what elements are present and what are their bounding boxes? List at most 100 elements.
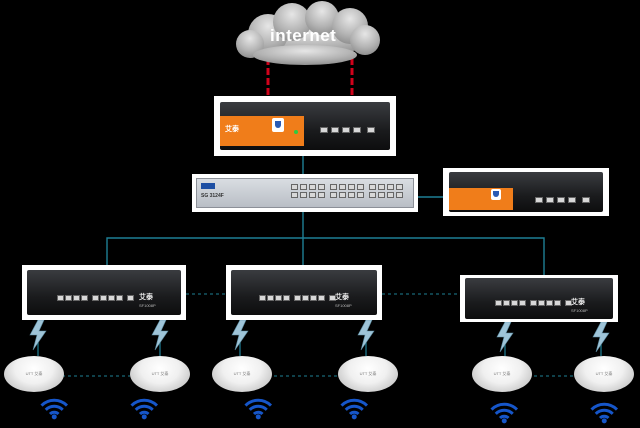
ethernet-port [81,295,88,301]
ethernet-port [530,300,537,306]
ethernet-port [557,197,565,203]
ethernet-port [291,192,298,198]
access-point: UTT 艾泰 [574,356,634,392]
ethernet-port [92,295,99,301]
ethernet-port [342,127,350,133]
access-switch-brand: 艾泰 [139,294,153,301]
ethernet-port [65,295,72,301]
ethernet-port [291,184,298,190]
distribution-bus [106,237,545,275]
ethernet-port [57,295,64,301]
router-shield-icon [272,118,284,132]
access-switch-model: SF1008P [139,303,156,308]
access-switch-model: SF1008P [335,303,352,308]
wifi-icon [488,395,520,426]
ethernet-port [310,295,317,301]
ethernet-port [267,295,274,301]
ethernet-port [329,295,336,301]
access-switch-model: SF1008P [571,308,588,313]
core-switch-panel: SG 3124F [192,174,418,212]
access-point-label: UTT 艾泰 [233,371,251,376]
poe-bolt-icon [231,319,249,351]
ethernet-port [318,295,325,301]
wifi-icon [242,391,274,422]
wifi-icon [588,395,620,426]
ethernet-port [503,300,510,306]
ethernet-port [348,184,355,190]
ethernet-port [357,192,364,198]
ethernet-port [357,184,364,190]
access-switch-brand: 艾泰 [335,294,349,301]
ethernet-port [127,295,134,301]
wifi-icon [338,391,370,422]
ethernet-port [108,295,115,301]
access-switch-panel: 艾泰 SF1008P [22,265,186,320]
ethernet-port [367,127,375,133]
ethernet-port [300,192,307,198]
ethernet-port [300,184,307,190]
ethernet-port [330,192,337,198]
router-panel: 艾泰 [214,96,396,156]
access-switch-panel: 艾泰 SF1008P [460,275,618,322]
ethernet-port [331,127,339,133]
ethernet-port [309,184,316,190]
ethernet-port [378,184,385,190]
ethernet-port [116,295,123,301]
ethernet-port [73,295,80,301]
router-device: 艾泰 [220,102,390,150]
router-brand: 艾泰 [225,126,239,133]
router-led [294,130,298,134]
ethernet-port [546,300,553,306]
ethernet-port [565,300,572,306]
ethernet-port [535,197,543,203]
access-switch-panel: 艾泰 SF1008P [226,265,382,320]
ethernet-port [387,192,394,198]
ethernet-port [582,197,590,203]
ethernet-port [302,295,309,301]
core-switch-model: SG 3124F [201,193,224,199]
ethernet-port [511,300,518,306]
core-switch-device: SG 3124F [196,178,414,208]
access-point: UTT 艾泰 [472,356,532,392]
ethernet-port [369,192,376,198]
ethernet-port [538,300,545,306]
ethernet-port [396,184,403,190]
access-switch-device: 艾泰 SF1008P [27,270,181,315]
ethernet-port [353,127,361,133]
cloud-label: internet [270,26,337,45]
access-point-label: UTT 艾泰 [493,371,511,376]
router-orange-face [220,116,304,146]
access-switch-device: 艾泰 SF1008P [231,270,377,315]
access-switch-device: 艾泰 SF1008P [465,278,613,319]
poe-bolt-icon [496,321,514,353]
ethernet-port [294,295,301,301]
ethernet-port [546,197,554,203]
ethernet-port [339,184,346,190]
access-point-label: UTT 艾泰 [151,371,169,376]
secondary-router-device [449,172,603,212]
access-point: UTT 艾泰 [338,356,398,392]
ethernet-port [318,192,325,198]
ethernet-port [283,295,290,301]
secondary-router-shield-icon [491,189,501,200]
ethernet-port [495,300,502,306]
poe-bolt-icon [592,321,610,353]
core-switch-logo-icon [201,183,215,189]
poe-bolt-icon [151,319,169,351]
ethernet-port [275,295,282,301]
wifi-icon [128,391,160,422]
ethernet-port [318,184,325,190]
ethernet-port [348,192,355,198]
ethernet-port [554,300,561,306]
poe-bolt-icon [29,319,47,351]
access-point-label: UTT 艾泰 [25,371,43,376]
access-point: UTT 艾泰 [4,356,64,392]
ethernet-port [259,295,266,301]
ethernet-port [369,184,376,190]
access-point: UTT 艾泰 [212,356,272,392]
access-point: UTT 艾泰 [130,356,190,392]
ethernet-port [309,192,316,198]
